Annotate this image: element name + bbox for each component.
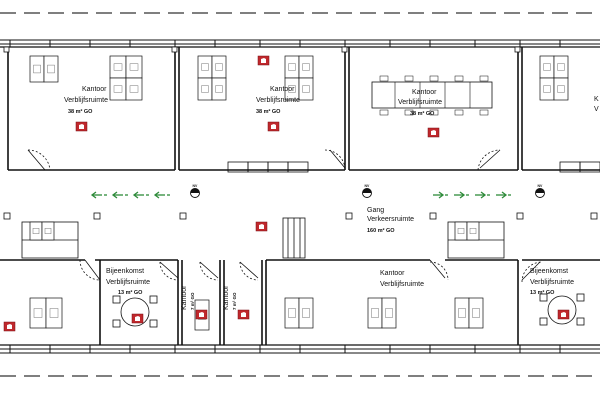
room-type: Verblijfsruimte (398, 99, 442, 106)
corridor-furniture (21, 161, 600, 259)
exit-arrow-icon (496, 191, 511, 199)
desk (553, 77, 569, 101)
room-area: 160 m² GO (367, 227, 395, 234)
desk (109, 55, 127, 79)
desk (298, 55, 314, 79)
desk (539, 55, 555, 79)
desk (466, 221, 480, 241)
room-area: 13 m² GO (530, 289, 555, 296)
desk (211, 55, 227, 79)
bottom-room-walls (0, 259, 600, 345)
escape-route-arrows (90, 191, 511, 199)
desk (454, 221, 468, 241)
extinguisher-icon (267, 121, 280, 132)
desk (298, 297, 314, 329)
desk (29, 55, 45, 83)
meeting-tables (112, 293, 585, 328)
conference-table (371, 75, 493, 116)
exit-arrow-icon (111, 191, 128, 199)
extinguisher-icon (237, 309, 250, 320)
extinguisher-icon (3, 321, 16, 332)
desk (29, 297, 47, 329)
room-type: V (594, 106, 599, 113)
exit-arrow-icon (153, 191, 170, 199)
room-area: 38 m² GO (410, 110, 435, 117)
emergency-light-label: NV (193, 184, 199, 188)
desk (539, 77, 555, 101)
room-type: Verblijfsruimte (256, 97, 300, 104)
room-name: K (594, 96, 599, 103)
room-area: 38 m² GO (256, 108, 281, 115)
desk (197, 77, 213, 101)
desk (381, 297, 397, 329)
emergency-light-label: NV (365, 184, 371, 188)
desk (125, 77, 143, 101)
exit-arrow-icon (475, 191, 490, 199)
desk (41, 221, 55, 241)
column-markers (3, 46, 598, 220)
exit-arrow-icon (90, 191, 107, 199)
room-name: Kantoor (380, 270, 405, 277)
extinguisher-icon (195, 309, 208, 320)
door-swings (27, 149, 543, 283)
room-name: Kantoor (82, 86, 107, 93)
room-labels: Kantoor Verblijfsruimte 38 m² GO Kantoor… (64, 86, 599, 310)
emergency-light-icon: NV (535, 184, 545, 198)
emergency-light-label: NV (538, 184, 544, 188)
desk (284, 55, 300, 79)
emergency-lights: NV NV NV (190, 184, 545, 198)
extinguisher-icon (255, 221, 268, 232)
grid-lines (0, 12, 600, 377)
room-name: Kantoor (270, 86, 295, 93)
desk (284, 297, 300, 329)
desk (109, 77, 127, 101)
desk (553, 55, 569, 79)
room-area: 7 m² GO (232, 292, 237, 310)
desk (367, 297, 383, 329)
extinguisher-icon (257, 55, 270, 66)
room-area: 7 m² GO (190, 292, 195, 310)
room-name: Bijeenkomst (530, 268, 568, 275)
desk (43, 55, 59, 83)
emergency-light-icon: NV (362, 184, 372, 198)
fire-extinguishers (3, 55, 570, 332)
desk (29, 221, 43, 241)
exit-arrow-icon (132, 191, 149, 199)
desk (211, 77, 227, 101)
exit-arrow-icon (454, 191, 469, 199)
desk (125, 55, 143, 79)
extinguisher-icon (131, 313, 144, 324)
desk (454, 297, 470, 329)
room-name: Kantoor (181, 285, 188, 310)
desk (468, 297, 484, 329)
extinguisher-icon (75, 121, 88, 132)
room-type: Verkeersruimte (367, 216, 414, 223)
room-area: 13 m² GO (118, 289, 143, 296)
room-area: 38 m² GO (68, 108, 93, 115)
desk-layout (29, 55, 569, 331)
desk (45, 297, 63, 329)
desk (197, 55, 213, 79)
room-name: Gang (367, 207, 384, 214)
extinguisher-icon (557, 309, 570, 320)
room-type: Verblijfsruimte (64, 97, 108, 104)
room-name: Bijeenkomst (106, 268, 144, 275)
room-type: Verblijfsruimte (380, 281, 424, 288)
room-type: Verblijfsruimte (530, 279, 574, 286)
exit-arrow-icon (433, 191, 448, 199)
desk (298, 77, 314, 101)
room-name: Kantoor (223, 285, 230, 310)
room-name: Kantoor (412, 89, 437, 96)
extinguisher-icon (427, 127, 440, 138)
top-room-walls (7, 47, 600, 171)
emergency-light-icon: NV (190, 184, 200, 198)
room-type: Verblijfsruimte (106, 279, 150, 286)
